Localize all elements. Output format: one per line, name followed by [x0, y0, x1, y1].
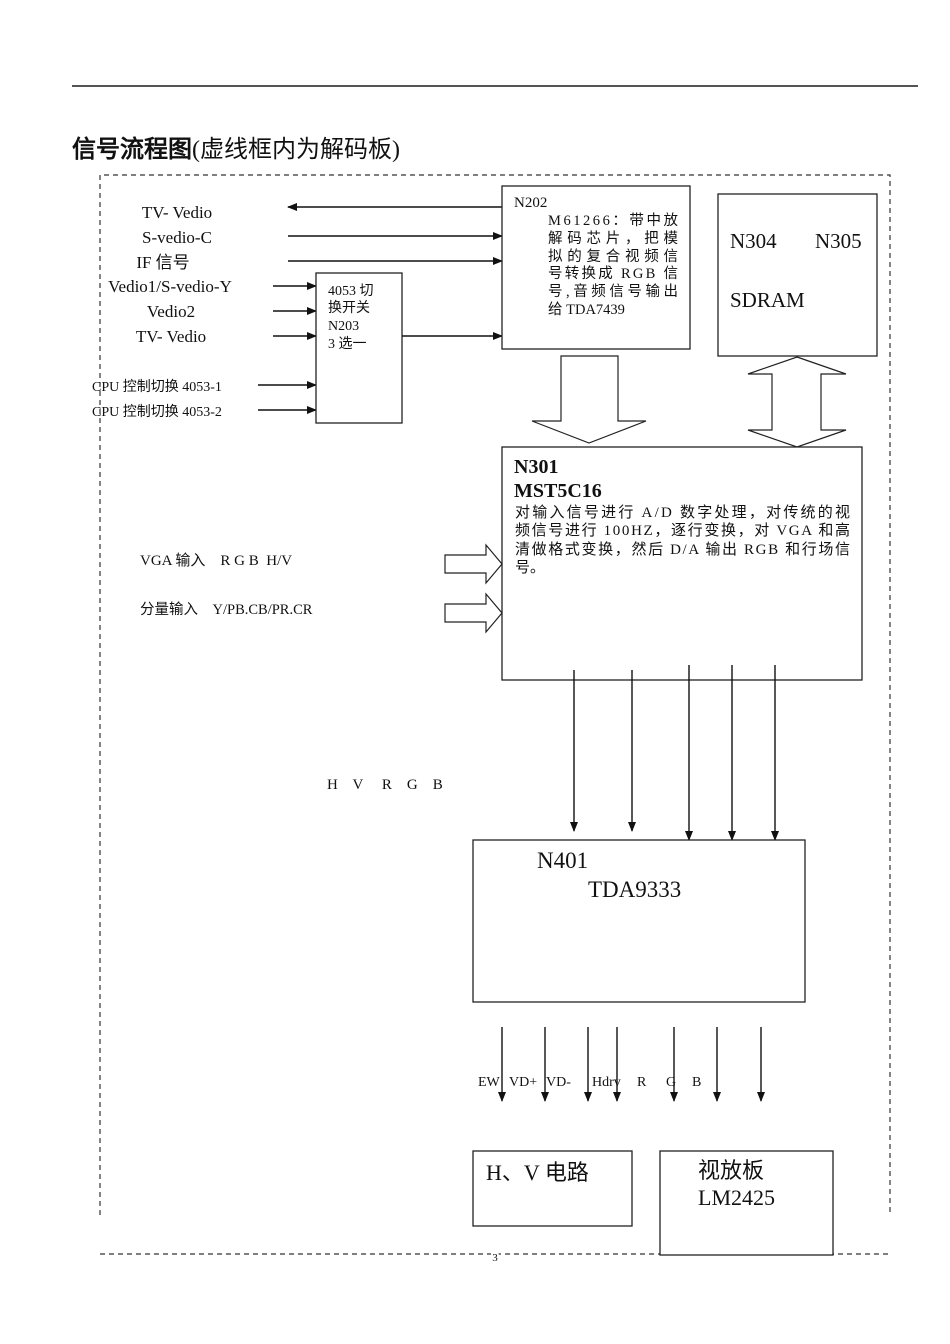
sdram-id-n305: N305	[815, 229, 862, 253]
out-label-b: B	[692, 1075, 701, 1090]
n202-frame	[501, 185, 691, 350]
switch-line-2: 换开关	[328, 299, 370, 316]
label-tv-video-out: TV- Vedio	[142, 203, 212, 222]
title-normal: (虚线框内为解码板)	[192, 136, 400, 163]
label-s-video-c: S-vedio-C	[142, 228, 212, 247]
label-if-signal: IF 信号	[136, 253, 189, 272]
n401-chip: TDA9333	[588, 877, 681, 902]
n301-chip: MST5C16	[514, 480, 602, 502]
label-tv-video-in: TV- Vedio	[136, 327, 206, 346]
switch-line-4: 3 选一	[328, 336, 367, 352]
label-component-input: 分量输入 Y/PB.CB/PR.CR	[140, 601, 313, 618]
n301-line-2: 频信号进行 100HZ，逐行变换，对 VGA 和高	[515, 522, 850, 539]
sdram-name: SDRAM	[730, 288, 805, 312]
block-arrow-vga	[444, 543, 503, 585]
label-video1-s-video-y: Vedio1/S-vedio-Y	[108, 277, 232, 296]
n301-id: N301	[514, 456, 558, 478]
n401-id: N401	[537, 848, 588, 873]
sdram-frame	[717, 193, 878, 357]
n202-id: N202	[514, 195, 547, 211]
video-amp-frame	[659, 1150, 834, 1256]
out-label-vd-plus: VD+	[509, 1075, 537, 1090]
label-hvrgb: H V R G B	[327, 777, 443, 793]
label-video2: Vedio2	[147, 302, 195, 321]
title-bold: 信号流程图	[72, 135, 192, 163]
n301-box: N301 MST5C16 对输入信号进行 A/D 数字处理，对传统的视 频信号进…	[501, 446, 863, 681]
out-label-vd-minus: VD-	[546, 1075, 571, 1090]
label-cpu-ctrl-2: CPU 控制切换 4053-2	[92, 403, 222, 420]
n202-box: N202 M61266：带中放 解码芯片，把模 拟的复合视频信 号转换成 RGB…	[501, 185, 691, 350]
n202-line-2: 解码芯片，把模	[548, 230, 678, 247]
video-amp-line-2: LM2425	[698, 1185, 775, 1210]
out-label-r: R	[637, 1075, 647, 1090]
block-arrow-n202-to-n301	[531, 355, 647, 444]
block-arrow-sdram-n301	[747, 356, 847, 448]
label-cpu-ctrl-1: CPU 控制切换 4053-1	[92, 378, 222, 395]
n202-line-5: 号,音频信号输出	[548, 283, 678, 300]
n301-line-4: 号。	[515, 560, 545, 576]
block-arrow-component	[444, 592, 503, 634]
n301-line-1: 对输入信号进行 A/D 数字处理，对传统的视	[515, 504, 850, 521]
video-amp-box: 视放板 LM2425	[659, 1150, 834, 1256]
switch-box-frame	[315, 272, 403, 424]
page-number: 3	[492, 1252, 498, 1264]
switch-line-3: N203	[328, 319, 359, 334]
n202-line-6: 给 TDA7439	[548, 301, 625, 318]
n202-line-3: 拟的复合视频信	[548, 247, 678, 265]
page-title: 信号流程图(虚线框内为解码板)	[72, 135, 400, 163]
switch-line-1: 4053 切	[328, 283, 374, 299]
n301-line-3: 清做格式变换，然后 D/A 输出 RGB 和行场信	[515, 541, 850, 558]
video-amp-line-1: 视放板	[698, 1158, 764, 1183]
label-vga-input: VGA 输入 R G B H/V	[140, 552, 292, 569]
sdram-id-n304: N304	[730, 229, 777, 253]
n401-frame	[472, 839, 806, 1003]
switch-box-n203: 4053 切 换开关 N203 3 选一	[315, 272, 403, 424]
out-label-hdrv: Hdrv	[592, 1075, 621, 1090]
out-label-g: G	[666, 1075, 676, 1090]
hv-circuit-label: H、V 电路	[486, 1160, 589, 1185]
hv-circuit-box: H、V 电路	[472, 1150, 633, 1227]
out-label-ew: EW	[478, 1075, 501, 1090]
sdram-box: N304 N305 SDRAM	[717, 193, 878, 357]
n202-line-1: M61266：带中放	[548, 212, 679, 229]
n401-box: N401 TDA9333	[472, 839, 806, 1003]
decoder-board-frame	[99, 174, 891, 1215]
hv-circuit-frame	[472, 1150, 633, 1227]
